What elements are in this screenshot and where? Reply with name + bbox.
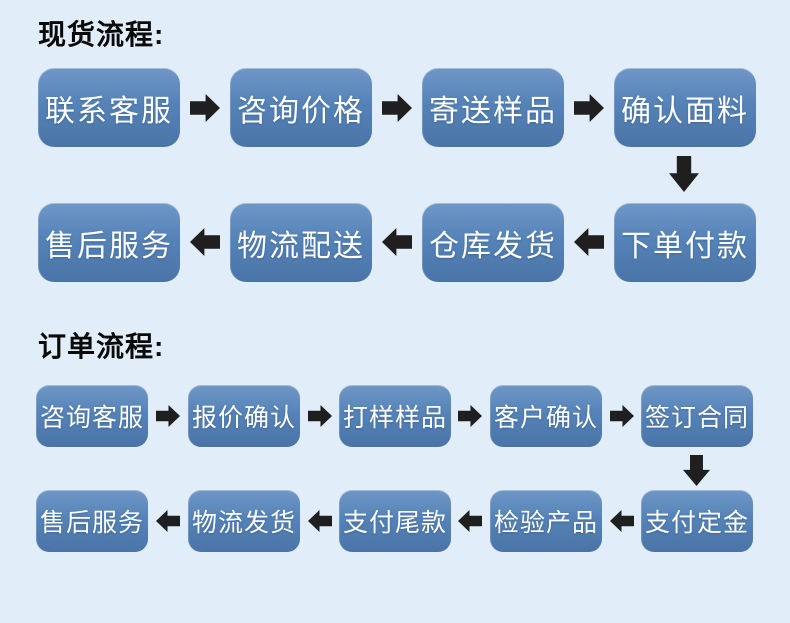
flow1-step-send-sample: 寄送样品 — [422, 68, 564, 147]
flow1-step-order-payment: 下单付款 — [614, 203, 756, 282]
arrow-left-icon — [574, 228, 604, 256]
arrow-right-icon — [610, 405, 634, 427]
flow2-step-consult-service: 咨询客服 — [36, 385, 148, 447]
flow2-step-pay-deposit: 支付定金 — [641, 490, 753, 552]
arrow-right-icon — [190, 94, 220, 122]
flow2-title: 订单流程: — [38, 331, 165, 362]
arrow-left-icon — [458, 510, 482, 532]
flow2-step-inspect-product: 检验产品 — [490, 490, 602, 552]
flow1-step-warehouse-ship: 仓库发货 — [422, 203, 564, 282]
arrow-left-icon — [156, 510, 180, 532]
arrow-left-icon — [308, 510, 332, 532]
arrow-right-icon — [308, 405, 332, 427]
arrow-right-icon — [574, 94, 604, 122]
flow1-step-ask-price: 咨询价格 — [230, 68, 372, 147]
arrow-down-icon — [669, 156, 699, 192]
flow2-step-quote-confirm: 报价确认 — [188, 385, 300, 447]
flow1-title: 现货流程: — [38, 19, 165, 50]
flow1-step-after-sales: 售后服务 — [38, 203, 180, 282]
flow1-step-contact-service: 联系客服 — [38, 68, 180, 147]
arrow-left-icon — [382, 228, 412, 256]
arrow-right-icon — [156, 405, 180, 427]
flow2-step-sign-contract: 签订合同 — [641, 385, 753, 447]
flow2-step-pay-balance: 支付尾款 — [339, 490, 451, 552]
arrow-left-icon — [190, 228, 220, 256]
arrow-right-icon — [382, 94, 412, 122]
arrow-right-icon — [458, 405, 482, 427]
flow2-step-logistics-ship: 物流发货 — [188, 490, 300, 552]
flow2-step-proof-sample: 打样样品 — [339, 385, 451, 447]
flow1-step-logistics-delivery: 物流配送 — [230, 203, 372, 282]
arrow-left-icon — [610, 510, 634, 532]
flow2-step-customer-confirm: 客户确认 — [490, 385, 602, 447]
flow1-step-confirm-fabric: 确认面料 — [614, 68, 756, 147]
flow2-step-after-sales: 售后服务 — [36, 490, 148, 552]
arrow-down-icon — [683, 455, 710, 486]
